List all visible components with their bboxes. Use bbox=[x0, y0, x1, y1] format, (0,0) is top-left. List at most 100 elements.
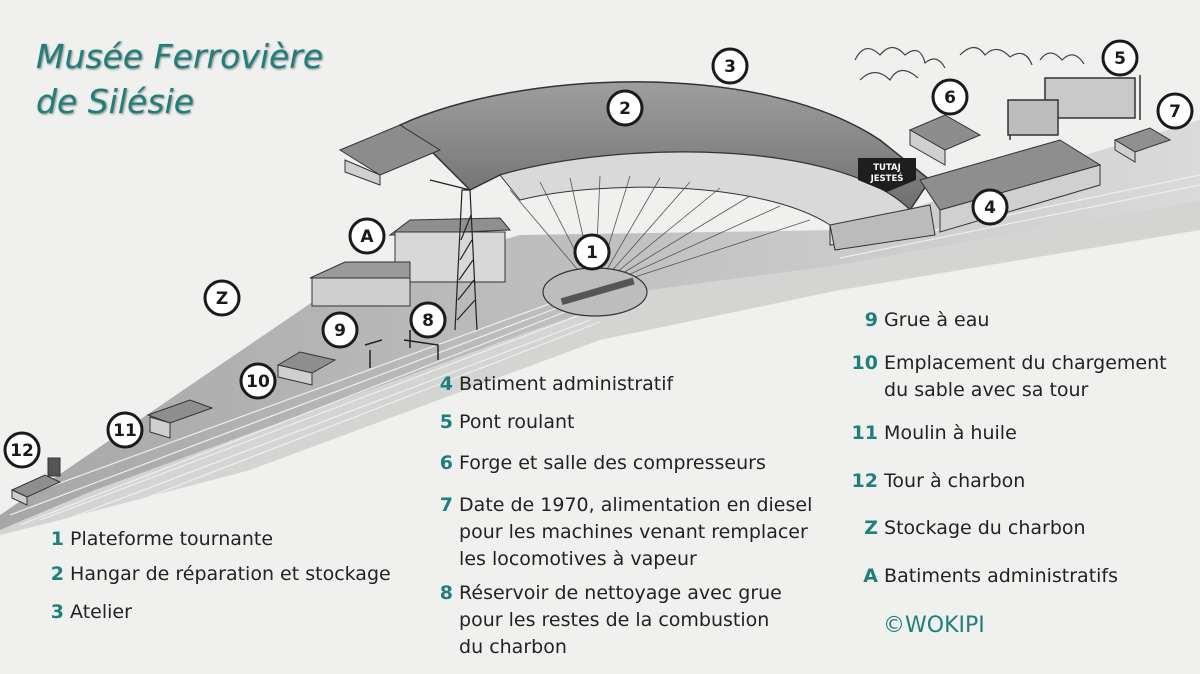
legend-num: 8 bbox=[439, 582, 453, 604]
title-line-2: de Silésie bbox=[36, 82, 194, 121]
legend-line: du charbon bbox=[459, 636, 567, 658]
legend-num: 12 bbox=[851, 470, 878, 492]
legend-text: Tour à charbon bbox=[884, 470, 1026, 492]
trees bbox=[854, 46, 1085, 81]
railway-tracks bbox=[0, 174, 1200, 526]
legend-num: 1 bbox=[50, 528, 64, 550]
legend-text: Batiment administratif bbox=[459, 373, 674, 395]
legend-text: Grue à eau bbox=[884, 309, 990, 331]
gantry-crane-5 bbox=[1007, 75, 1141, 140]
badge-2: 2 bbox=[606, 89, 644, 127]
legend-num: 4 bbox=[439, 373, 453, 395]
legend-num: 6 bbox=[439, 452, 453, 474]
legend-item-5: 5 Pont roulant bbox=[435, 409, 575, 436]
legend-item-10: 10 Emplacement du chargement du sable av… bbox=[848, 350, 1167, 404]
svg-text:12: 12 bbox=[10, 441, 34, 461]
building-7 bbox=[1113, 127, 1172, 163]
badge-10: 10 bbox=[239, 362, 277, 400]
legend-num: 3 bbox=[50, 601, 64, 623]
svg-text:5: 5 bbox=[1114, 49, 1126, 69]
svg-text:10: 10 bbox=[246, 372, 270, 392]
svg-text:3: 3 bbox=[724, 57, 736, 77]
legend-line: Emplacement du chargement bbox=[884, 352, 1167, 374]
legend-line: du sable avec sa tour bbox=[884, 379, 1089, 401]
legend-text: Batiments administratifs bbox=[884, 565, 1119, 587]
legend-num: Z bbox=[864, 517, 878, 539]
legend-text: Stockage du charbon bbox=[884, 517, 1086, 539]
legend-text: Plateforme tournante bbox=[70, 528, 274, 550]
sign-line-1: TUTAJ bbox=[873, 163, 901, 173]
legend-num: 10 bbox=[851, 352, 878, 374]
map-badges: 1 2 3 4 5 6 7 8 9 10 11 12 Z A bbox=[3, 39, 1194, 469]
legend-item-4: 4 Batiment administratif bbox=[435, 371, 673, 398]
legend-item-3: 3 Atelier bbox=[46, 599, 132, 626]
badge-1: 1 bbox=[573, 233, 611, 271]
svg-text:A: A bbox=[360, 227, 374, 247]
building-6 bbox=[908, 114, 982, 166]
legend-text: Emplacement du chargement du sable avec … bbox=[884, 350, 1167, 404]
legend-item-12: 12 Tour à charbon bbox=[848, 468, 1026, 495]
legend-text: Forge et salle des compresseurs bbox=[459, 452, 766, 474]
legend-item-7: 7 Date de 1970, alimentation en diesel p… bbox=[435, 492, 813, 573]
badge-5: 5 bbox=[1101, 39, 1139, 77]
badge-z-upper: Z bbox=[203, 279, 241, 317]
legend-num: 5 bbox=[439, 411, 453, 433]
legend-item-11: 11 Moulin à huile bbox=[848, 420, 1017, 447]
svg-text:2: 2 bbox=[619, 99, 631, 119]
svg-text:4: 4 bbox=[984, 198, 996, 218]
legend-num: 2 bbox=[50, 563, 64, 585]
building-10 bbox=[276, 351, 337, 386]
legend-text: Réservoir de nettoyage avec grue pour le… bbox=[459, 580, 782, 661]
badge-12: 12 bbox=[3, 431, 41, 469]
legend-item-8: 8 Réservoir de nettoyage avec grue pour … bbox=[435, 580, 782, 661]
building-11 bbox=[146, 399, 214, 439]
shed-left-roof bbox=[338, 124, 442, 176]
legend-item-2: 2 Hangar de réparation et stockage bbox=[46, 561, 391, 588]
badge-8: 8 bbox=[409, 301, 447, 339]
svg-text:Z: Z bbox=[216, 289, 228, 309]
badge-4: 4 bbox=[971, 188, 1009, 226]
svg-text:7: 7 bbox=[1169, 102, 1181, 122]
badge-6: 6 bbox=[931, 78, 969, 116]
roundhouse-front bbox=[829, 204, 936, 251]
title-line-1: Musée Ferrovière bbox=[36, 37, 324, 76]
admin-buildings-a bbox=[309, 217, 512, 307]
legend-text: Pont roulant bbox=[459, 411, 575, 433]
badge-9: 9 bbox=[321, 311, 359, 349]
svg-text:11: 11 bbox=[113, 421, 137, 441]
yard-lower-strip bbox=[0, 200, 1200, 535]
water-crane-9 bbox=[364, 330, 439, 368]
copyright: ©WOKIPI bbox=[883, 613, 985, 638]
legend-text: Hangar de réparation et stockage bbox=[70, 563, 391, 585]
legend-num: 7 bbox=[439, 494, 453, 516]
shed-left-wall bbox=[344, 159, 381, 186]
you-are-here-sign: TUTAJ JESTEŚ bbox=[858, 158, 916, 192]
sign-line-2: JESTEŚ bbox=[870, 172, 904, 184]
legend-line: les locomotives à vapeur bbox=[459, 548, 697, 570]
legend-line: Date de 1970, alimentation en diesel bbox=[459, 494, 813, 516]
badge-11: 11 bbox=[106, 411, 144, 449]
legend-item-z: Z Stockage du charbon bbox=[848, 515, 1086, 542]
turntable-bridge bbox=[560, 277, 635, 306]
legend-text: Moulin à huile bbox=[884, 422, 1017, 444]
building-12 bbox=[10, 457, 62, 506]
legend-line: Réservoir de nettoyage avec grue bbox=[459, 582, 782, 604]
legend-item-9: 9 Grue à eau bbox=[848, 307, 990, 334]
svg-text:1: 1 bbox=[586, 243, 598, 263]
badge-7: 7 bbox=[1156, 92, 1194, 130]
legend-item-6: 6 Forge et salle des compresseurs bbox=[435, 450, 766, 477]
legend-line: pour les restes de la combustion bbox=[459, 609, 770, 631]
legend-num: 9 bbox=[864, 309, 878, 331]
svg-text:9: 9 bbox=[334, 321, 346, 341]
legend-line: pour les machines venant remplacer bbox=[459, 521, 808, 543]
svg-text:8: 8 bbox=[422, 311, 434, 331]
badge-3: 3 bbox=[711, 47, 749, 85]
svg-text:6: 6 bbox=[944, 88, 956, 108]
badge-a: A bbox=[348, 217, 386, 255]
crane-tower bbox=[429, 179, 478, 331]
legend-item-1: 1 Plateforme tournante bbox=[46, 526, 273, 553]
legend-text: Atelier bbox=[70, 601, 132, 623]
legend-num: A bbox=[863, 565, 878, 587]
legend-num: 11 bbox=[851, 422, 878, 444]
